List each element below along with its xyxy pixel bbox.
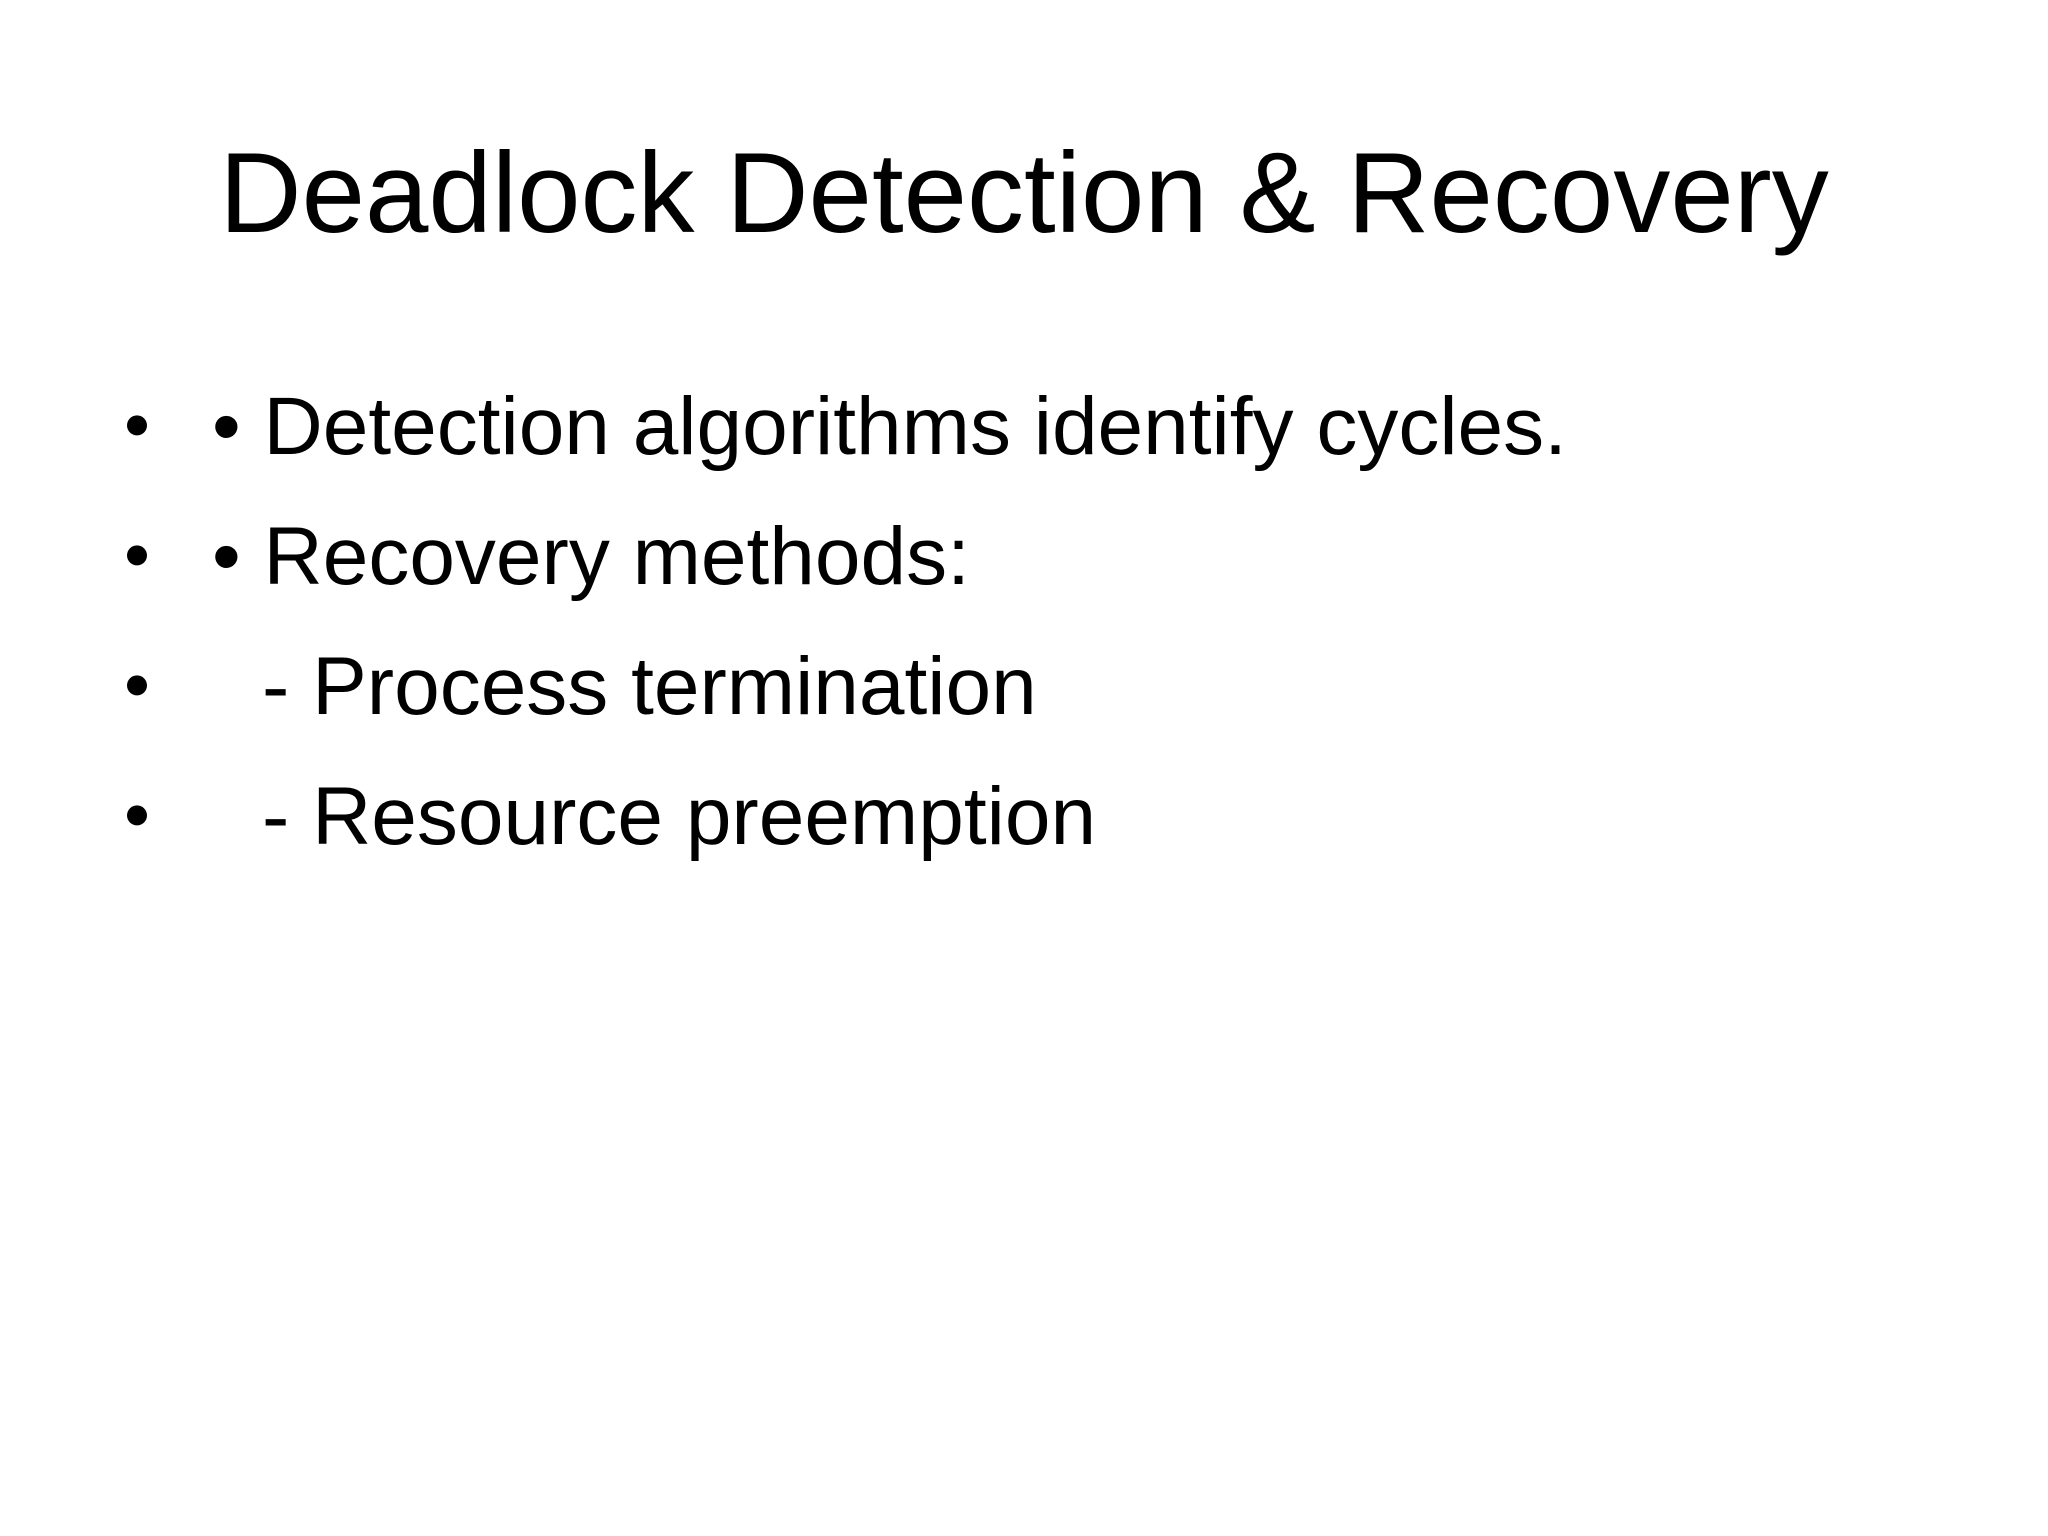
bullet-marker-icon (127, 805, 147, 826)
bullet-text: - Process termination (262, 640, 1037, 732)
bullet-marker-icon (127, 415, 147, 436)
bullet-text: • Recovery methods: (212, 510, 970, 602)
bullet-text: • Detection algorithms identify cycles. (212, 380, 1567, 472)
bullet-item-detection: • Detection algorithms identify cycles. (127, 362, 1988, 492)
slide-title: Deadlock Detection & Recovery (219, 130, 1829, 257)
bullet-marker-icon (127, 675, 147, 696)
bullet-item-resource-preemption: - Resource preemption (127, 752, 1988, 882)
bullet-item-process-termination: - Process termination (127, 622, 1988, 752)
bullet-marker-icon (127, 545, 147, 566)
bullet-text: - Resource preemption (262, 770, 1097, 862)
bullet-item-recovery-methods: • Recovery methods: (127, 492, 1988, 622)
bullet-list: • Detection algorithms identify cycles. … (127, 362, 1988, 882)
